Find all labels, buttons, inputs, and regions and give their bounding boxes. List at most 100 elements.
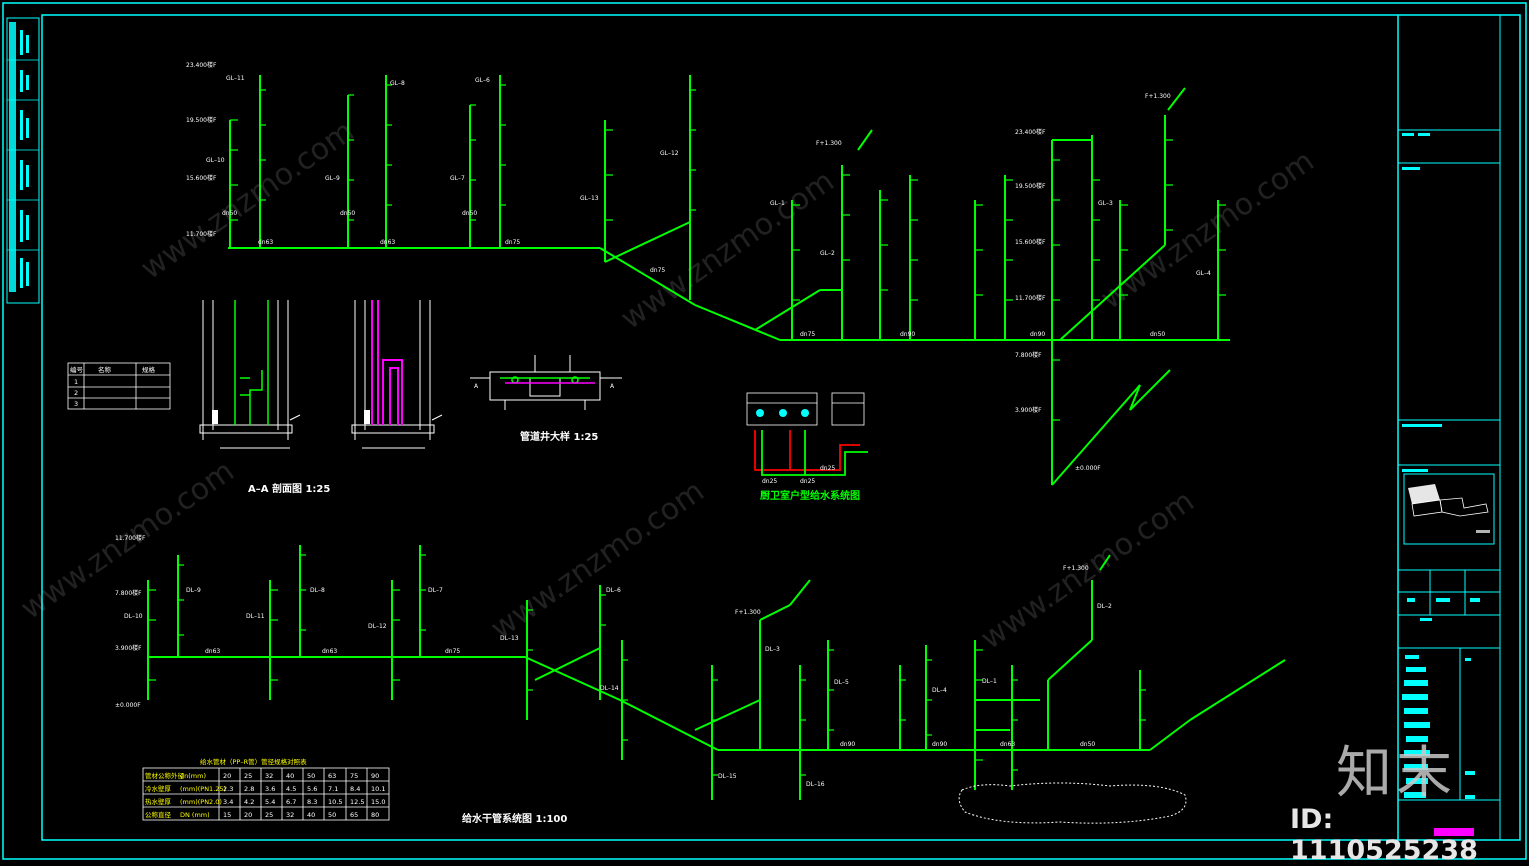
section-detail-a: A–A 剖面图 1:25 — [199, 300, 443, 495]
svg-text:dn90: dn90 — [1030, 331, 1045, 338]
svg-text:dn63: dn63 — [258, 239, 273, 246]
svg-text:DL–11: DL–11 — [246, 613, 265, 620]
svg-text:GL–2: GL–2 — [820, 250, 835, 257]
pipe-table-cell: 80 — [371, 811, 379, 819]
svg-text:DL–6: DL–6 — [606, 587, 621, 594]
title-block — [1398, 129, 1500, 836]
svg-text:DL–4: DL–4 — [932, 687, 947, 694]
section-title: A–A 剖面图 1:25 — [248, 482, 330, 495]
svg-text:DL–15: DL–15 — [718, 773, 737, 780]
pipe-table-cell: 4.5 — [286, 785, 296, 793]
pipe-table-cell: 8.3 — [307, 798, 317, 806]
svg-text:GL–12: GL–12 — [660, 150, 679, 157]
svg-text:dn50: dn50 — [1080, 741, 1095, 748]
top-water-supply-system — [228, 75, 1230, 486]
svg-text:11.700楼F: 11.700楼F — [1015, 294, 1046, 302]
svg-text:F+1.300: F+1.300 — [1145, 93, 1171, 100]
pipe-table-cell: (mm)(PN1.25) — [180, 785, 226, 793]
pipe-table-cell: 15.0 — [371, 798, 385, 806]
watermark-layer: www.znzmo.com www.znzmo.com www.znzmo.co… — [15, 114, 1321, 657]
svg-text:DL–7: DL–7 — [428, 587, 443, 594]
legend-table: 编号 名称 规格 1 2 3 — [67, 362, 171, 410]
pipe-table-header-cell: 25 — [244, 772, 252, 780]
bottom-water-supply-system — [147, 545, 1286, 800]
pipe-table-cell: 65 — [350, 811, 358, 819]
svg-text:dn63: dn63 — [380, 239, 395, 246]
svg-text:GL–8: GL–8 — [390, 80, 405, 87]
top-pipe-size-labels: dn63 dn63 dn75 dn75 dn75 dn90 dn90 dn50 … — [222, 210, 1165, 338]
svg-text:DL–10: DL–10 — [124, 613, 143, 620]
svg-text:±0.000F: ±0.000F — [1075, 465, 1101, 472]
pipe-well-detail: A A 管道井大样 1:25 — [470, 355, 622, 443]
svg-text:GL–11: GL–11 — [226, 75, 245, 82]
svg-text:dn25: dn25 — [800, 478, 815, 485]
svg-text:GL–1: GL–1 — [770, 200, 785, 207]
svg-text:23.400楼F: 23.400楼F — [1015, 128, 1046, 136]
pipe-table-cell: 12.5 — [350, 798, 364, 806]
svg-text:DL–1: DL–1 — [982, 678, 997, 685]
pipe-table-cell: 热水壁厚 — [145, 797, 172, 806]
svg-text:19.500楼F: 19.500楼F — [186, 116, 217, 124]
pipe-table-cell: 4.2 — [244, 798, 254, 806]
svg-text:2: 2 — [74, 389, 78, 397]
svg-text:GL–6: GL–6 — [475, 77, 490, 84]
pipe-table-cell: 50 — [328, 811, 336, 819]
svg-text:DL–3: DL–3 — [765, 646, 780, 653]
watermark-site-text: www.znzmo.com — [135, 114, 361, 287]
svg-text:dn50: dn50 — [1150, 331, 1165, 338]
svg-text:DL–13: DL–13 — [500, 635, 519, 642]
svg-text:GL–4: GL–4 — [1196, 270, 1211, 277]
pipe-table-header-cell: 75 — [350, 772, 358, 780]
svg-text:7.800楼F: 7.800楼F — [1015, 351, 1042, 359]
pipe-table-cell: 2.8 — [244, 785, 254, 793]
svg-text:DL–12: DL–12 — [368, 623, 387, 630]
svg-text:GL–13: GL–13 — [580, 195, 599, 202]
pipe-table-cell: 3.4 — [223, 798, 233, 806]
pipe-table-cell: 5.4 — [265, 798, 275, 806]
svg-text:dn63: dn63 — [1000, 741, 1015, 748]
pipe-table-cell: 3.6 — [265, 785, 275, 793]
pipe-table-cell: 20 — [244, 811, 252, 819]
svg-text:dn50: dn50 — [222, 210, 237, 217]
bottom-riser-labels: DL–9 DL–10 DL–11 DL–8 DL–12 DL–7 DL–13 D… — [124, 587, 1112, 788]
pipe-table-header-cell: 50 — [307, 772, 315, 780]
bottom-pipe-size-labels: dn63 dn63 dn75 dn90 dn90 dn63 dn50 — [205, 648, 1095, 748]
svg-text:dn75: dn75 — [505, 239, 520, 246]
svg-text:3.900楼F: 3.900楼F — [1015, 406, 1042, 414]
svg-text:GL–9: GL–9 — [325, 175, 340, 182]
svg-text:GL–10: GL–10 — [206, 157, 225, 164]
top-elevation-labels: 23.400楼F 19.500楼F 15.600楼F 11.700楼F 23.4… — [186, 61, 1171, 472]
pipe-table-header-cell: dn(mm) — [180, 772, 206, 780]
pipe-table-cell: 10.1 — [371, 785, 385, 793]
pipe-table-cell: 10.5 — [328, 798, 342, 806]
svg-text:dn63: dn63 — [205, 648, 220, 655]
well-detail-title: 管道井大样 1:25 — [520, 430, 598, 443]
svg-text:dn90: dn90 — [840, 741, 855, 748]
svg-text:3.900楼F: 3.900楼F — [115, 644, 142, 652]
svg-text:dn63: dn63 — [322, 648, 337, 655]
pipe-table-header-cell: 90 — [371, 772, 379, 780]
pipe-table-header-cell: 管材公称外径 — [145, 771, 185, 780]
pipe-table-cell: 32 — [286, 811, 294, 819]
top-riser-labels: GL–10 GL–11 GL–9 GL–8 GL–7 GL–6 GL–13 GL… — [206, 75, 1211, 277]
svg-text:dn25: dn25 — [820, 465, 835, 472]
pipe-table-header-cell: 20 — [223, 772, 231, 780]
svg-text:DL–16: DL–16 — [806, 781, 825, 788]
svg-text:GL–3: GL–3 — [1098, 200, 1113, 207]
svg-text:dn75: dn75 — [445, 648, 460, 655]
watermark-id: ID: 1110525238 — [1290, 804, 1478, 866]
svg-text:A: A — [610, 383, 615, 390]
household-title: 厨卫室户型给水系统图 — [760, 489, 860, 502]
watermark-brand: 知末 — [1336, 741, 1456, 806]
pipe-table-header-cell: 32 — [265, 772, 273, 780]
pipe-table-cell: 公称直径 — [145, 810, 172, 819]
top-branch-stubs — [230, 84, 1226, 421]
bottom-branch-stubs — [148, 554, 1146, 776]
svg-text:7.800楼F: 7.800楼F — [115, 589, 142, 597]
svg-text:名称: 名称 — [98, 365, 112, 374]
svg-text:3: 3 — [74, 400, 78, 408]
svg-text:±0.000F: ±0.000F — [115, 702, 141, 709]
svg-text:F+1.300: F+1.300 — [735, 609, 761, 616]
